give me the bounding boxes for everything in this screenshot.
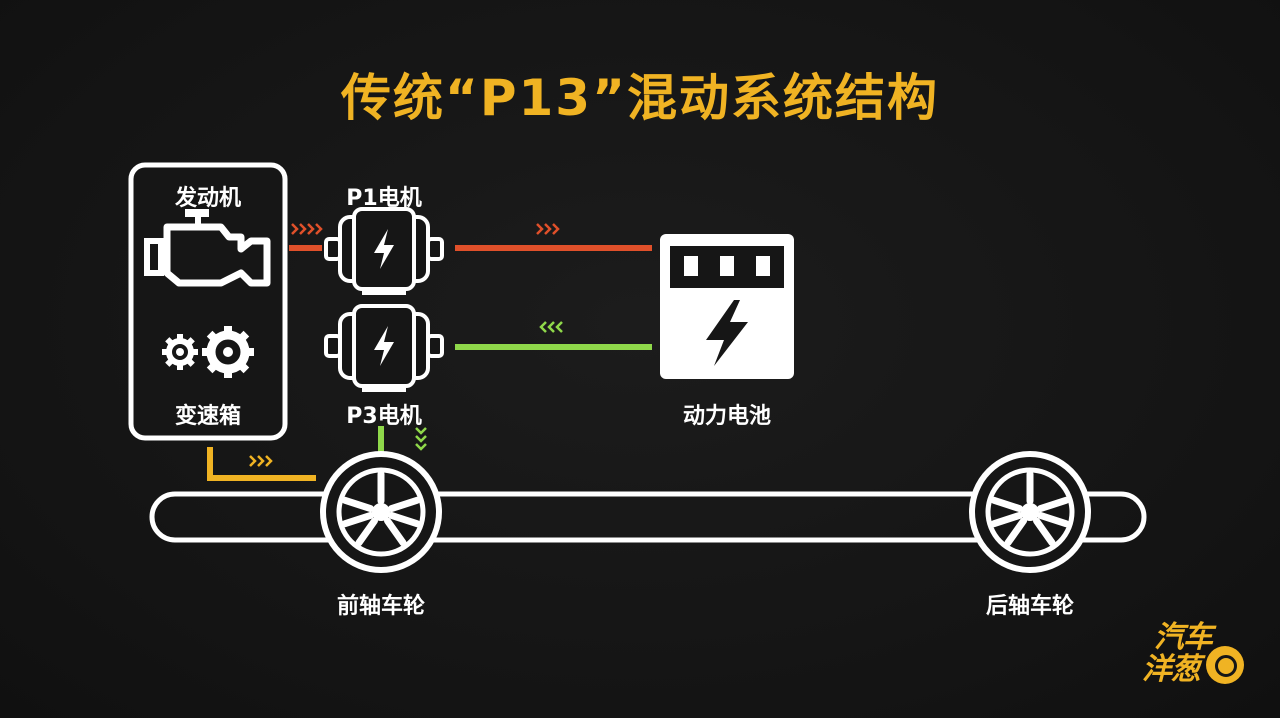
- engine-icon: [144, 209, 271, 287]
- logo-text-line1: 汽车: [1154, 620, 1213, 655]
- engine-label: 发动机: [174, 186, 241, 211]
- front-wheel-label: 前轴车轮: [336, 594, 425, 619]
- gearbox-to-wheel-arrows: [249, 455, 273, 467]
- p1-to-battery-arrows: [536, 223, 560, 235]
- p1-motor-icon: [324, 207, 444, 297]
- engine-to-p1-arrows: [291, 223, 323, 235]
- gearbox-label: 变速箱: [174, 404, 241, 429]
- front-wheel-icon: [323, 454, 439, 570]
- gears-icon: [162, 326, 254, 378]
- battery-to-p3-arrows: [539, 321, 563, 333]
- gearbox-to-wheel-line: [207, 447, 316, 481]
- logo-text-line2: 洋葱: [1142, 652, 1201, 687]
- battery-label: 动力电池: [682, 404, 771, 429]
- onion-badge-icon: [1206, 646, 1244, 684]
- axle-bar: [149, 491, 1147, 543]
- rear-wheel-label: 后轴车轮: [985, 594, 1074, 619]
- p3-to-wheel-arrows: [415, 427, 427, 451]
- rear-wheel-icon: [972, 454, 1088, 570]
- brand-logo: 汽车 洋葱: [1140, 612, 1250, 692]
- p3-motor-label: P3电机: [346, 404, 422, 429]
- battery-icon: [660, 234, 794, 379]
- page-title: 传统“P13”混动系统结构: [341, 69, 939, 127]
- p3-motor-icon: [324, 304, 444, 394]
- p1-motor-label: P1电机: [346, 186, 422, 211]
